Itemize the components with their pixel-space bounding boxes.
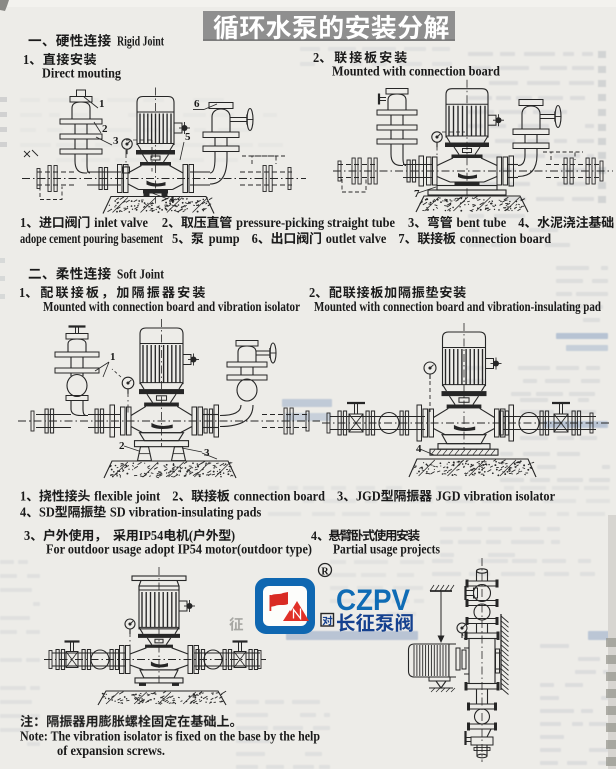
svg-text:connection board: connection board xyxy=(234,489,326,504)
svg-text:2: 2 xyxy=(172,489,178,504)
svg-text:SD vibration-insulating pads: SD vibration-insulating pads xyxy=(110,505,261,520)
svg-text:(: ( xyxy=(189,528,194,543)
svg-text:connection board: connection board xyxy=(460,231,552,246)
svg-text:6: 6 xyxy=(194,98,200,110)
svg-text:IP54: IP54 xyxy=(139,528,164,543)
svg-text:3: 3 xyxy=(337,489,343,504)
svg-text:2: 2 xyxy=(119,440,125,452)
svg-text:2: 2 xyxy=(313,50,319,65)
svg-text:1: 1 xyxy=(20,215,26,230)
svg-text:6: 6 xyxy=(252,231,258,246)
svg-text:SD: SD xyxy=(39,505,55,520)
svg-text:Partial usage projects: Partial usage projects xyxy=(333,542,440,557)
svg-text:adope cement pouring basement: adope cement pouring basement xyxy=(20,231,163,246)
svg-text:2: 2 xyxy=(102,123,108,135)
svg-text:1: 1 xyxy=(20,489,26,504)
svg-text:1: 1 xyxy=(99,98,105,110)
svg-text:Direct mouting: Direct mouting xyxy=(42,66,121,81)
svg-text:3: 3 xyxy=(408,215,414,230)
svg-text:2: 2 xyxy=(309,285,315,300)
svg-text:7: 7 xyxy=(414,188,420,200)
svg-text:4: 4 xyxy=(416,443,422,455)
svg-text:flexible joint: flexible joint xyxy=(94,489,161,504)
svg-text:1: 1 xyxy=(19,285,25,300)
svg-text:3: 3 xyxy=(24,528,30,543)
svg-text:Mounted with connection board: Mounted with connection board and vibrat… xyxy=(314,299,602,314)
svg-text:JGD: JGD xyxy=(356,489,381,504)
svg-text:bent tube: bent tube xyxy=(457,215,507,230)
svg-text:4: 4 xyxy=(311,528,317,543)
svg-text:inlet valve: inlet valve xyxy=(94,215,148,230)
svg-text:CZPV: CZPV xyxy=(336,584,410,617)
svg-text:5: 5 xyxy=(172,231,178,246)
svg-text:Rigid Joint: Rigid Joint xyxy=(117,34,164,49)
svg-text:pressure-picking straight tube: pressure-picking straight tube xyxy=(236,215,395,230)
svg-text:Note: The vibration isolator i: Note: The vibration isolator is fixed on… xyxy=(20,729,320,744)
svg-text:1: 1 xyxy=(110,351,116,363)
svg-text:4: 4 xyxy=(169,194,175,206)
svg-text:3: 3 xyxy=(204,447,210,459)
svg-text:Mounted with connection board: Mounted with connection board xyxy=(332,64,501,79)
svg-text:pump: pump xyxy=(209,231,240,246)
svg-text:4: 4 xyxy=(518,215,524,230)
svg-text:For outdoor usage adopt IP54 m: For outdoor usage adopt IP54 motor(outdo… xyxy=(46,542,312,557)
svg-text:1: 1 xyxy=(23,52,29,67)
svg-text:of expansion screws.: of expansion screws. xyxy=(57,743,165,758)
svg-text:7: 7 xyxy=(398,231,404,246)
svg-text:Mounted with connection board: Mounted with connection board and vibrat… xyxy=(43,299,300,314)
svg-text:4: 4 xyxy=(20,505,26,520)
svg-text:): ) xyxy=(231,528,235,543)
svg-text:outlet valve: outlet valve xyxy=(326,231,387,246)
svg-text:2: 2 xyxy=(162,215,168,230)
svg-text:Soft Joint: Soft Joint xyxy=(117,267,164,282)
svg-text:3: 3 xyxy=(113,135,119,147)
svg-text:5: 5 xyxy=(185,131,191,143)
svg-text:JGD vibration isolator: JGD vibration isolator xyxy=(436,489,555,504)
svg-text:R: R xyxy=(321,567,329,578)
